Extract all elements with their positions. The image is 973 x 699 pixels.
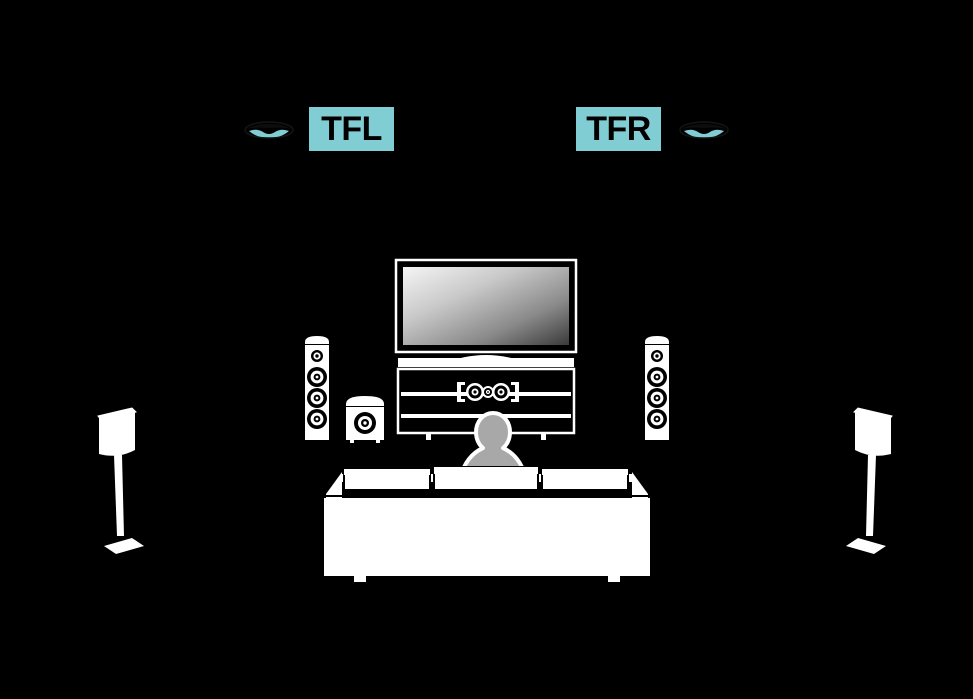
ceiling-speaker-icon-right[interactable] [678,116,730,144]
label-tfr-text: TFR [586,110,651,148]
subwoofer-icon[interactable] [342,392,388,444]
label-tfl[interactable]: TFL [309,107,394,151]
sofa-icon [324,466,650,582]
surround-speaker-stand-icon-right[interactable] [836,402,898,557]
television-icon [394,258,578,354]
ceiling-speaker-icon-left[interactable] [243,116,295,144]
surround-speaker-stand-icon-left[interactable] [92,402,154,557]
label-tfr[interactable]: TFR [576,107,661,151]
center-speaker-icon[interactable] [455,381,521,403]
tower-speaker-icon-right[interactable] [641,334,673,442]
tower-speaker-icon-left[interactable] [301,334,333,442]
label-tfl-text: TFL [321,110,382,148]
